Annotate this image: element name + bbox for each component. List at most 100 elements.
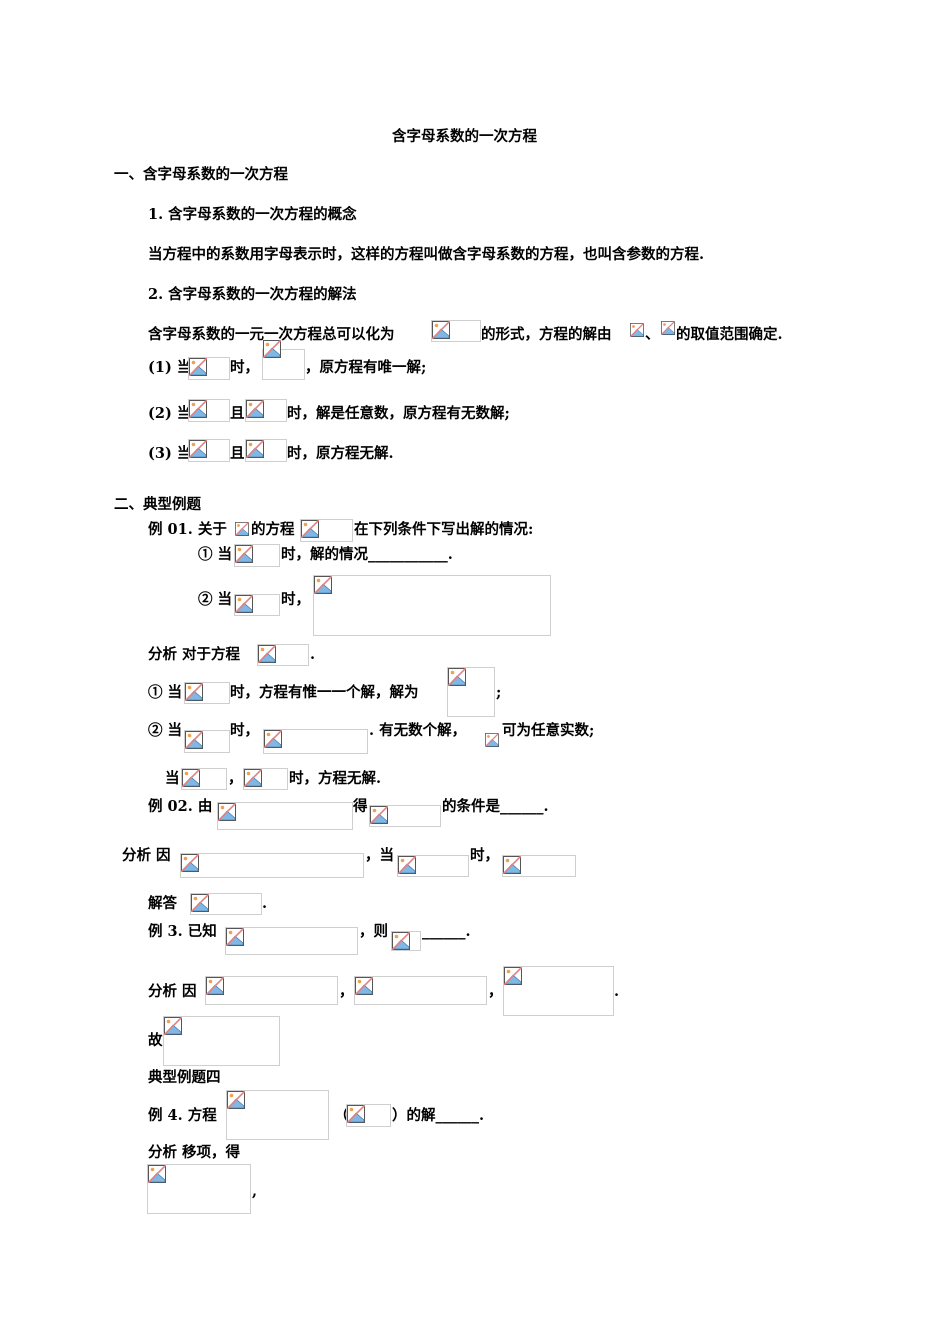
example4-b: （ xyxy=(334,1107,349,1124)
broken-image-icon xyxy=(181,854,199,872)
broken-image-icon xyxy=(191,894,209,912)
formula-image xyxy=(234,594,280,616)
broken-image-icon xyxy=(485,733,499,747)
broken-image-icon xyxy=(148,1165,166,1183)
case2-b: 且 xyxy=(230,405,245,422)
formula-image xyxy=(502,855,576,877)
analysis3-c: ， xyxy=(488,983,503,1000)
answer2-a: 解答 xyxy=(148,895,177,912)
example1-q2-b: 时， xyxy=(281,591,310,608)
analysis3-d: . xyxy=(614,983,620,1000)
broken-image-icon xyxy=(347,1105,365,1123)
example3-c: ______. xyxy=(422,923,471,940)
formula-image xyxy=(485,733,502,750)
case3-b: 且 xyxy=(230,445,245,462)
case1-a: (1) 当 xyxy=(148,359,192,376)
broken-image-icon xyxy=(258,645,276,663)
example2-a: 例 02. 由 xyxy=(148,798,213,815)
formula-image xyxy=(190,893,262,915)
case1-b: 时， xyxy=(230,359,259,376)
example1-q1-b: 时，解的情况___________. xyxy=(281,546,453,563)
broken-image-icon xyxy=(246,440,264,458)
example3-b: ，则 xyxy=(359,923,388,940)
formula-image xyxy=(163,1016,280,1066)
analysis2-a: 分析 因 xyxy=(122,847,171,864)
broken-image-icon xyxy=(264,730,282,748)
subheading-concept: 1. 含字母系数的一次方程的概念 xyxy=(148,206,357,223)
analysis2-b: ，当 xyxy=(365,847,394,864)
example1-q1-a: ① 当 xyxy=(198,546,233,563)
broken-image-icon xyxy=(432,321,450,339)
analysis1-c2-c: . 有无数个解， xyxy=(369,722,467,739)
example1-q2-a: ② 当 xyxy=(198,591,233,608)
formula-image xyxy=(188,399,230,422)
analysis1-c3-c: 时，方程无解. xyxy=(289,770,382,787)
case2-c: 时，解是任意数，原方程有无数解; xyxy=(287,405,510,422)
broken-image-icon xyxy=(263,340,281,358)
formula-image xyxy=(188,439,230,462)
formula-image xyxy=(262,349,305,380)
broken-image-icon xyxy=(185,683,203,701)
formula-image xyxy=(300,519,353,542)
broken-image-icon xyxy=(189,400,207,418)
broken-image-icon xyxy=(218,803,236,821)
example4-c: ）的解______. xyxy=(392,1107,485,1124)
method-text-a: 含字母系数的一元一次方程总可以化为 xyxy=(148,326,395,343)
broken-image-icon xyxy=(301,520,319,538)
broken-image-icon xyxy=(661,321,675,335)
formula-image xyxy=(184,730,230,753)
formula-image xyxy=(235,522,251,540)
broken-image-icon xyxy=(227,1091,245,1109)
formula-image xyxy=(225,927,358,955)
formula-image xyxy=(234,544,280,567)
broken-image-icon xyxy=(226,928,244,946)
broken-image-icon xyxy=(235,522,249,536)
formula-image xyxy=(180,853,364,878)
formula-image xyxy=(245,399,287,422)
broken-image-icon xyxy=(189,358,207,376)
analysis1-c2-b: 时， xyxy=(230,722,259,739)
formula-image xyxy=(181,768,227,790)
formula-image xyxy=(397,855,469,877)
formula-image xyxy=(447,667,495,717)
analysis1-c1-a: ① 当 xyxy=(148,684,183,701)
broken-image-icon xyxy=(630,323,644,337)
analysis4-a: 分析 移项，得 xyxy=(148,1144,241,1161)
analysis3-b: ， xyxy=(339,983,354,1000)
formula-image xyxy=(263,729,368,754)
broken-image-icon xyxy=(503,856,521,874)
answer2-b: . xyxy=(262,895,268,912)
analysis1-c3-b: ， xyxy=(228,770,243,787)
formula-image xyxy=(503,966,614,1016)
formula-image xyxy=(354,976,487,1005)
analysis1-c2-d: 可为任意实数; xyxy=(502,722,595,739)
broken-image-icon xyxy=(206,977,224,995)
analysis1-c1-c: ; xyxy=(496,684,502,701)
broken-image-icon xyxy=(246,400,264,418)
method-text-b: 的形式，方程的解由 xyxy=(481,326,612,343)
case3-a: (3) 当 xyxy=(148,445,192,462)
broken-image-icon xyxy=(164,1017,182,1035)
broken-image-icon xyxy=(244,769,262,787)
analysis1-b: . xyxy=(310,646,316,663)
analysis3-a: 分析 因 xyxy=(148,983,197,1000)
broken-image-icon xyxy=(314,576,332,594)
concept-text: 当方程中的系数用字母表示时，这样的方程叫做含字母系数的方程，也叫含参数的方程. xyxy=(148,246,705,263)
example1-c: 在下列条件下写出解的情况: xyxy=(354,521,534,538)
formula-image xyxy=(313,575,551,636)
formula-image xyxy=(188,357,230,380)
formula-image xyxy=(257,644,309,666)
section-heading-1: 一、含字母系数的一次方程 xyxy=(114,166,288,183)
analysis1-c1-b: 时，方程有惟一一个解，解为 xyxy=(230,684,419,701)
method-text-d: 的取值范围确定. xyxy=(676,326,783,343)
formula-image xyxy=(369,805,441,827)
subheading-method: 2. 含字母系数的一次方程的解法 xyxy=(148,286,357,303)
example4-a: 例 4. 方程 xyxy=(148,1107,217,1124)
broken-image-icon xyxy=(398,856,416,874)
page-title: 含字母系数的一次方程 xyxy=(392,128,537,145)
formula-image xyxy=(217,802,353,830)
section-heading-2: 二、典型例题 xyxy=(114,496,201,513)
example2-c: 的条件是______. xyxy=(442,798,549,815)
formula-image xyxy=(245,439,287,462)
analysis1-c3-a: 当 xyxy=(165,770,180,787)
